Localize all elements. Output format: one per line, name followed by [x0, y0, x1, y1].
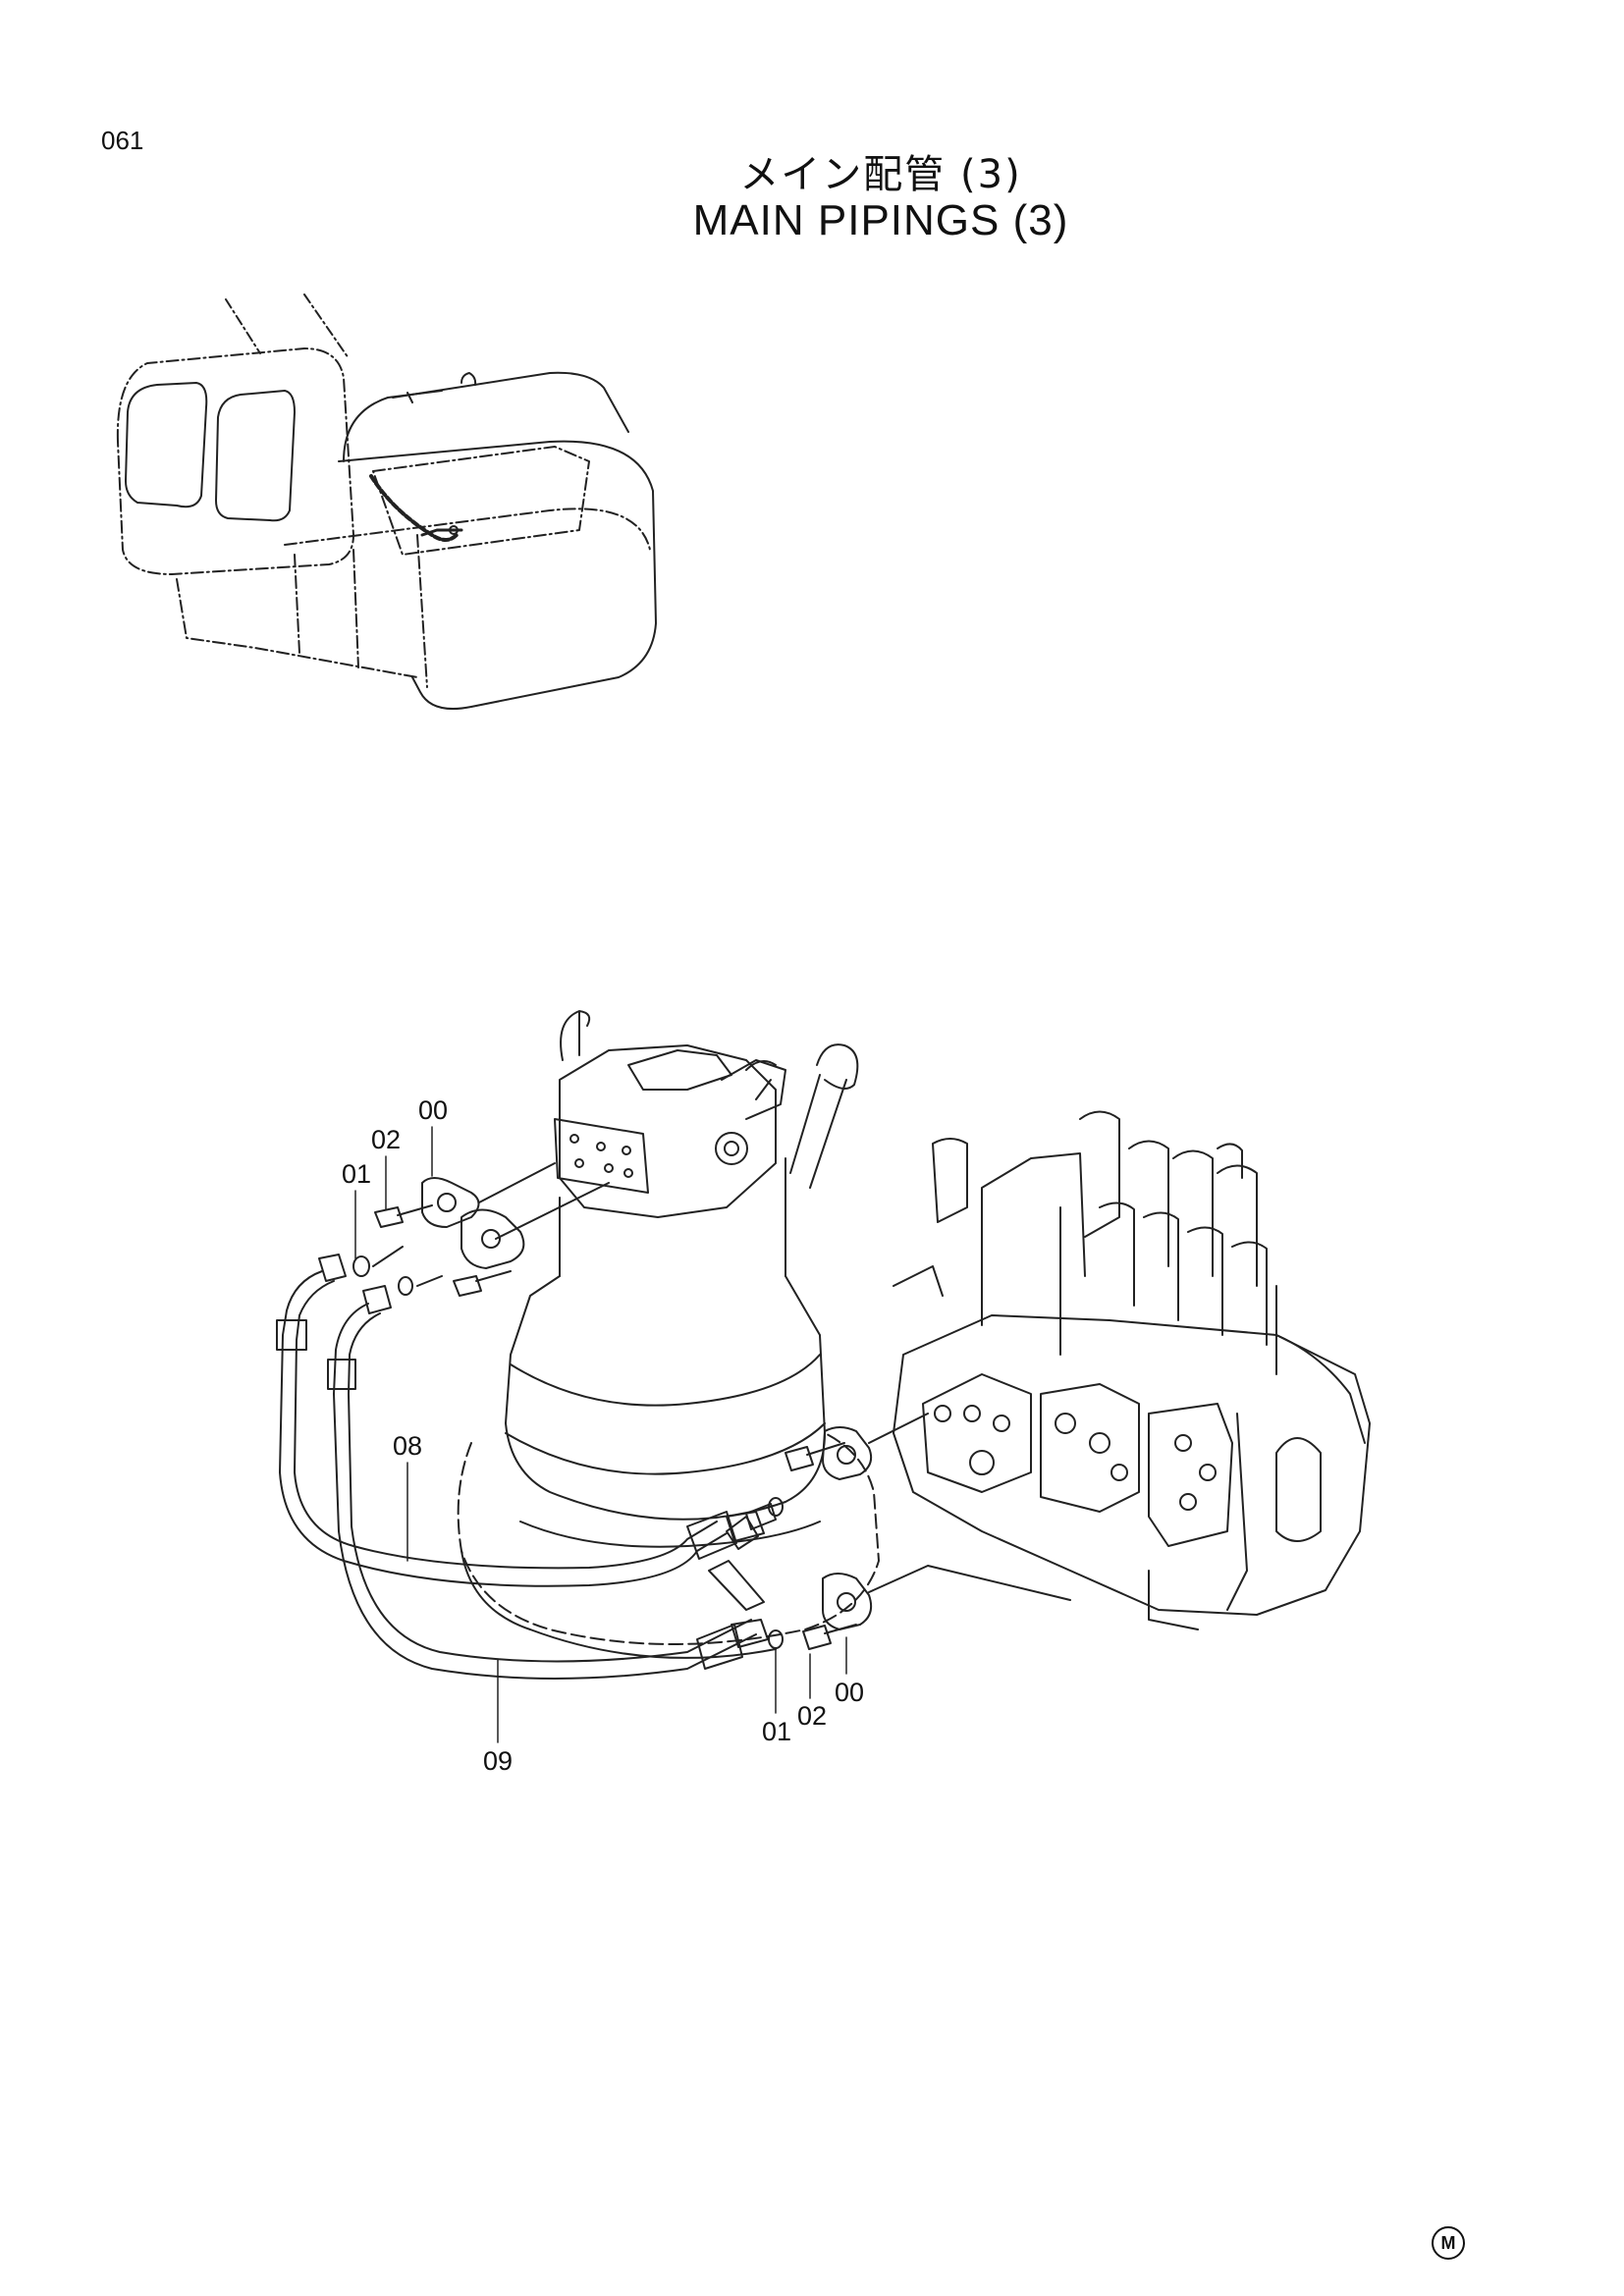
callout-hose-08: 08 [393, 1431, 422, 1461]
m-mark-badge: M [1432, 2226, 1465, 2260]
callout-upper-bolt: 02 [371, 1125, 401, 1154]
callout-upper-flange: 00 [418, 1095, 448, 1125]
control-valve-icon [893, 1110, 1371, 1630]
callout-hose-09: 09 [483, 1746, 513, 1776]
callout-lower-flange: 00 [835, 1678, 864, 1707]
callout-leaders [354, 1126, 847, 1743]
page-title-english: MAIN PIPINGS (3) [692, 196, 1069, 244]
upper-flange-assembly [352, 1162, 610, 1297]
callout-upper-oring: 01 [342, 1159, 371, 1189]
excavator-locator-icon [116, 294, 657, 711]
hose-assembly [276, 1254, 777, 1680]
callout-lower-bolt: 02 [797, 1701, 827, 1731]
page-title-japanese: メイン配管 (3) [739, 152, 1022, 197]
lower-flange-assembly [768, 1413, 1071, 1650]
page-code: 061 [101, 126, 144, 155]
swing-motor-icon [457, 1010, 880, 1659]
callout-lower-oring: 01 [762, 1717, 791, 1746]
